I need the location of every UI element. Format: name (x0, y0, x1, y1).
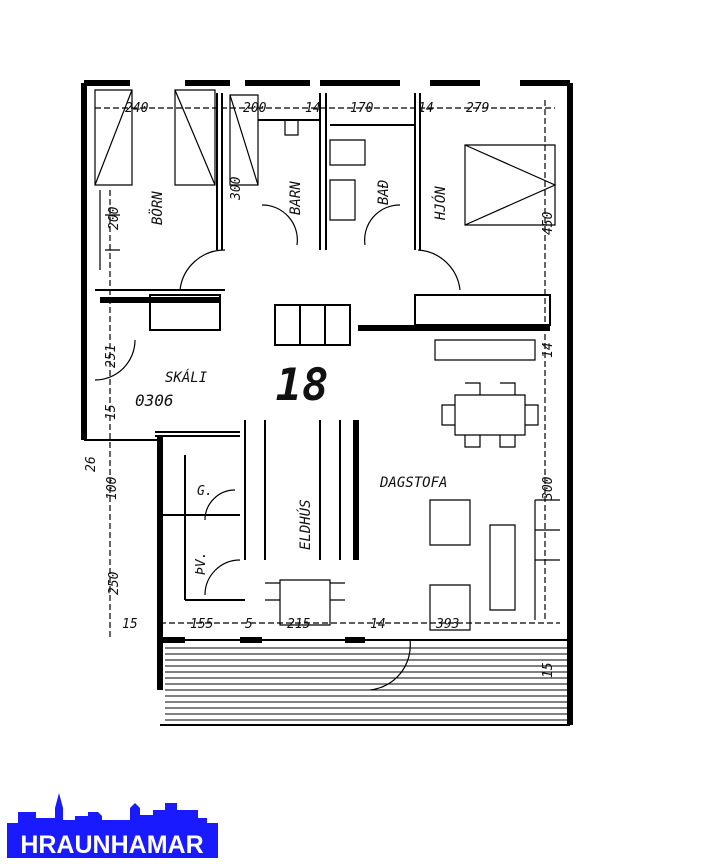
dimensions-top: 240 200 14 170 14 279 (125, 101, 489, 116)
room-living: DAGSTOFA (379, 475, 447, 491)
dimension-label: 26 (84, 456, 99, 472)
balcony-hatching (165, 647, 568, 721)
outer-walls (81, 80, 573, 726)
dimension-label: 279 (466, 101, 489, 116)
door-swings (94, 204, 461, 691)
dimension-label: 155 (190, 617, 214, 632)
room-child1: BÖRN (148, 191, 166, 225)
dimension-label: 251 (104, 345, 119, 368)
dimension-label: 200 (107, 206, 122, 230)
unit-code: 0306 (135, 391, 174, 410)
room-laundry: ÞV. (194, 552, 209, 575)
dimension-lines (95, 100, 560, 640)
dimensions-bottom: 15 155 5 215 14 393 (122, 617, 459, 632)
room-hall: SKÁLI (165, 369, 208, 386)
room-bath: BAÐ (376, 180, 392, 205)
skyline-icon (7, 793, 218, 858)
dimension-label: 14 (418, 101, 434, 116)
room-child2: BARN (288, 181, 304, 215)
dimension-label: 200 (243, 101, 267, 116)
dimension-label: 14 (370, 617, 386, 632)
dimension-label: 14 (541, 342, 556, 358)
dimension-label: 15 (104, 404, 119, 420)
dimension-label: 15 (541, 662, 556, 678)
furniture (94, 89, 560, 631)
dimension-label: 300 (229, 176, 244, 201)
dimension-label: 393 (435, 617, 459, 632)
room-kitchen: ELDHÚS (296, 499, 314, 550)
dimension-label: 215 (287, 617, 311, 632)
logo-text: HRAUNHAMAR (20, 831, 203, 859)
dimension-label: 250 (107, 571, 122, 595)
dimension-label: 100 (105, 476, 120, 500)
dimensions-left: 200 251 15 26 100 250 (84, 206, 122, 595)
dimension-label: 240 (125, 101, 149, 116)
unit-number: 18 (276, 360, 329, 411)
room-master: HJÓN (431, 186, 449, 221)
dimension-label: 14 (305, 101, 321, 116)
dimension-label: 300 (541, 476, 556, 501)
dimension-label: 450 (541, 211, 556, 235)
room-storage: G. (197, 484, 213, 499)
dimension-label: 15 (122, 617, 138, 632)
dimension-label: 170 (350, 101, 374, 116)
dimensions-inner: 300 450 14 300 15 (229, 176, 556, 678)
dimension-label: 5 (245, 617, 253, 632)
